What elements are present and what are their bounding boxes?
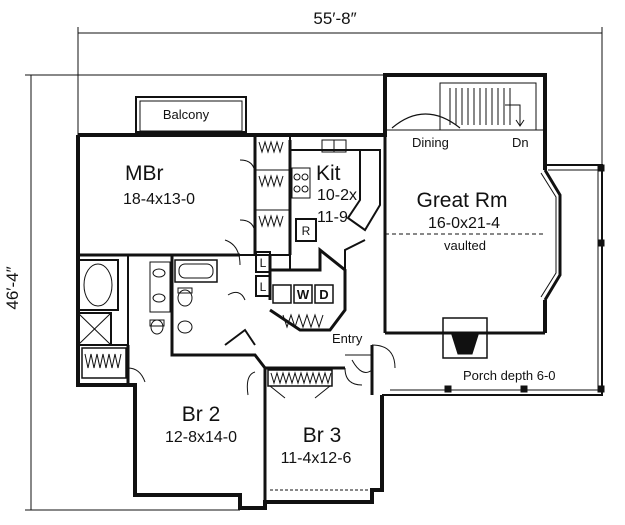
width-dimension-line xyxy=(77,27,603,165)
entry-label: Entry xyxy=(332,331,363,346)
great-room-size: 16-0x21-4 xyxy=(428,215,500,232)
great-room-label: Great Rm xyxy=(416,189,507,212)
bedroom-3-walls xyxy=(263,366,370,502)
bay-window xyxy=(543,169,562,301)
linen-closet-2-label: L xyxy=(260,280,267,294)
hall-bath xyxy=(174,259,218,334)
bedroom-3-size: 11-4x12-6 xyxy=(281,450,352,467)
master-closets xyxy=(239,134,291,256)
bedroom-2-walls xyxy=(78,344,267,396)
kitchen-size-line-1: 10-2x xyxy=(317,187,357,204)
bedroom-2-size: 12-8x14-0 xyxy=(165,429,237,446)
dryer-label: D xyxy=(319,287,328,302)
washer-label: W xyxy=(297,287,310,302)
bedroom-2-label: Br 2 xyxy=(182,403,221,426)
bay-window-glass xyxy=(540,172,557,298)
laundry xyxy=(269,246,347,332)
overall-depth-label: 46′-4″ xyxy=(3,266,22,309)
dn-label: Dn xyxy=(512,135,529,150)
master-bath xyxy=(77,255,225,357)
staircase xyxy=(439,82,537,131)
master-bedroom-size: 18-4x13-0 xyxy=(123,191,195,208)
bedroom-3-label: Br 3 xyxy=(303,424,342,447)
porch-label: Porch depth 6-0 xyxy=(463,368,556,383)
kitchen-label: Kit xyxy=(316,162,341,185)
overall-width-label: 55′-8″ xyxy=(313,9,356,28)
porch xyxy=(382,164,605,396)
kitchen-size-line-2: 11-9 xyxy=(317,209,348,226)
dining-label: Dining xyxy=(412,135,449,150)
balcony xyxy=(135,96,247,133)
great-room-note: vaulted xyxy=(444,238,486,253)
fireplace xyxy=(442,317,488,359)
depth-dimension-line xyxy=(25,74,385,511)
refrigerator-label: R xyxy=(302,224,311,238)
entry xyxy=(344,239,396,395)
balcony-label: Balcony xyxy=(163,107,210,122)
hall-walls xyxy=(224,239,291,346)
master-bedroom-label: MBr xyxy=(125,162,164,185)
linen-closet-1-label: L xyxy=(260,256,267,270)
